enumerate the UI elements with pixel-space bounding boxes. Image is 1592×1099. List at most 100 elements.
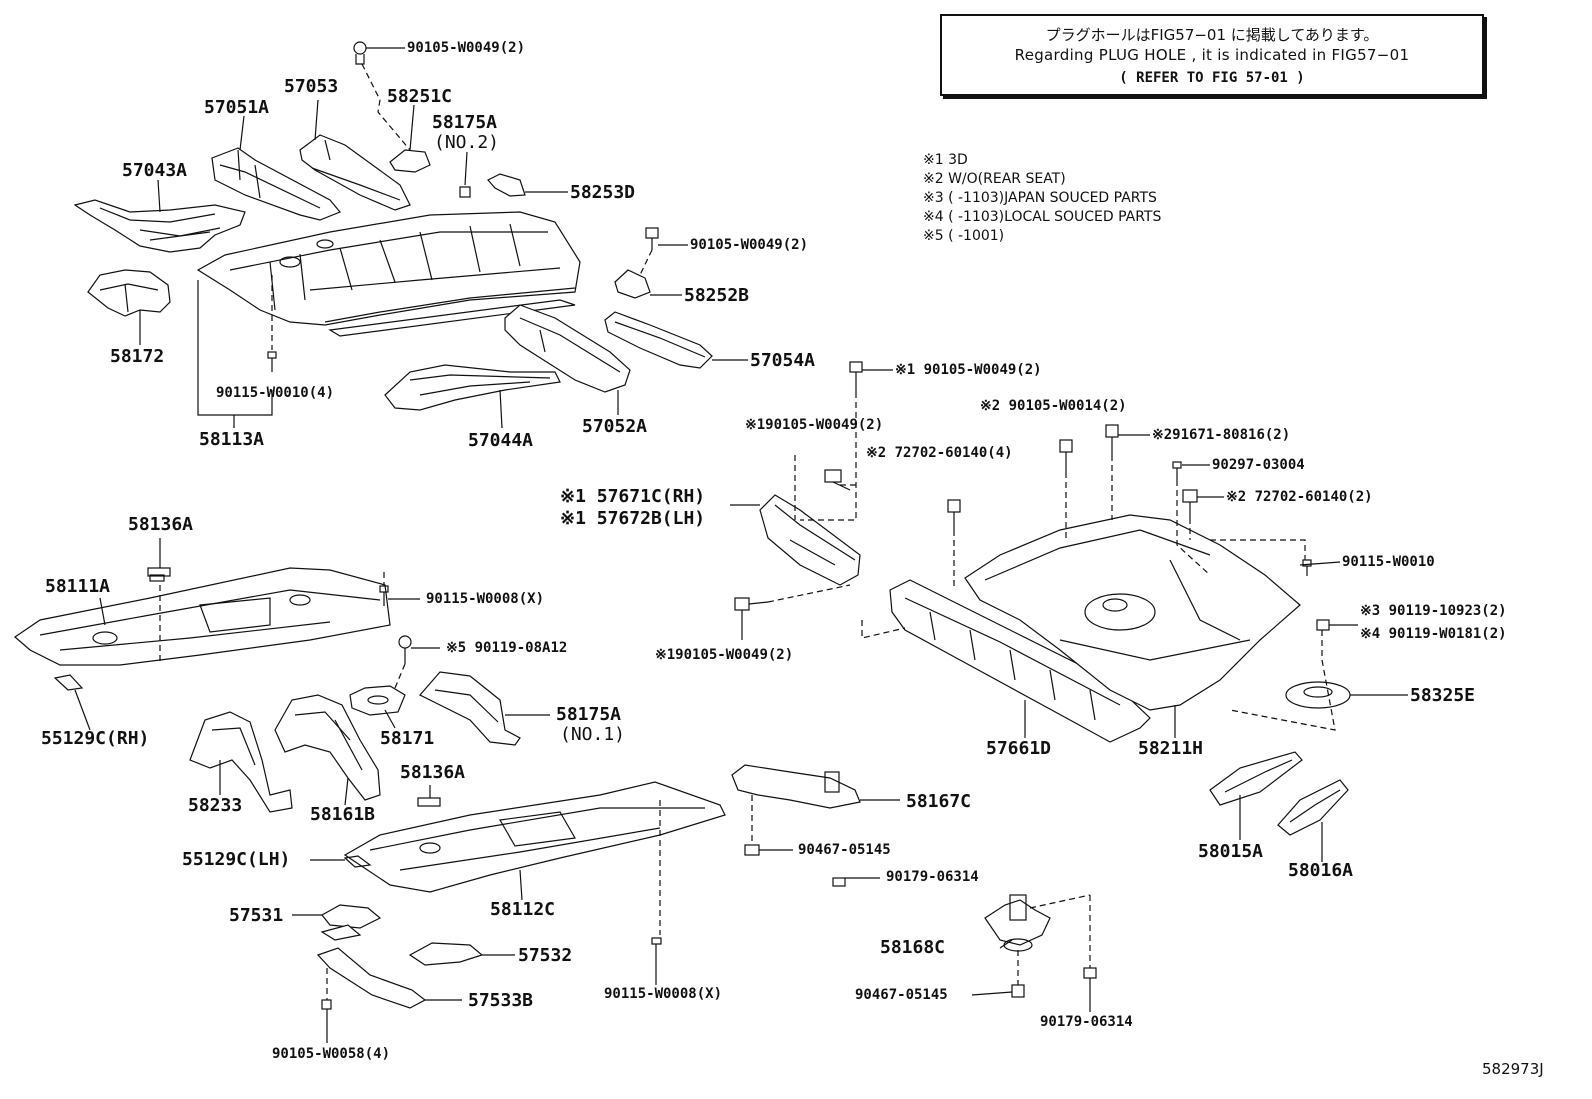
- part-58161b-drawing: [274, 694, 381, 801]
- screw-90115-w0008-top-drawing: [379, 572, 389, 606]
- label-57672b[interactable]: ※1 57672B(LH): [560, 508, 706, 529]
- label-90297-03004[interactable]: 90297-03004: [1212, 457, 1305, 473]
- part-58168c-drawing: [984, 894, 1097, 998]
- part-57053-drawing: [299, 134, 411, 211]
- label-90115-w0010-4[interactable]: 90115-W0010(4): [216, 385, 335, 401]
- legend-item-2: ※2 W/O(REAR SEAT): [923, 171, 1066, 187]
- part-58167c-drawing: [731, 764, 861, 887]
- label-90105-w0014[interactable]: ※2 90105-W0014(2): [980, 398, 1127, 414]
- part-57052a-drawing: [504, 304, 631, 393]
- label-58253d[interactable]: 58253D: [570, 182, 636, 203]
- label-90179-06314-b[interactable]: 90179-06314: [1040, 1014, 1133, 1030]
- note-line-3: ( REFER TO FIG 57-01 ): [1119, 70, 1305, 86]
- label-58113a[interactable]: 58113A: [199, 429, 265, 450]
- part-58253d-drawing: [487, 173, 526, 197]
- label-90179-06314-a[interactable]: 90179-06314: [886, 869, 979, 885]
- label-58252b[interactable]: 58252B: [684, 285, 750, 306]
- label-57052a[interactable]: 57052A: [582, 416, 648, 437]
- label-58211h[interactable]: 58211H: [1138, 738, 1204, 759]
- part-57661d-drawing: [889, 579, 1151, 743]
- label-58168c[interactable]: 58168C: [880, 937, 946, 958]
- label-90119-08a12[interactable]: ※5 90119-08A12: [446, 640, 568, 656]
- label-58233[interactable]: 58233: [188, 795, 243, 816]
- part-57533b-drawing: [316, 947, 427, 1022]
- part-58252b-drawing: [614, 227, 659, 299]
- label-90467-05145-b[interactable]: 90467-05145: [855, 987, 948, 1003]
- note-line-2: Regarding PLUG HOLE , it is indicated in…: [1014, 46, 1410, 64]
- label-90105-w0049-k1a[interactable]: ※1 90105-W0049(2): [895, 362, 1042, 378]
- part-58113a-drawing: [196, 211, 581, 337]
- label-58171[interactable]: 58171: [380, 728, 435, 749]
- part-58325e-drawing: [1285, 681, 1351, 709]
- label-57044a[interactable]: 57044A: [468, 430, 534, 451]
- part-55129c-lh-drawing: [343, 855, 372, 868]
- label-58167c[interactable]: 58167C: [906, 791, 972, 812]
- label-57531[interactable]: 57531: [229, 905, 284, 926]
- label-58175a-no1-sub: (NO.1): [560, 724, 626, 745]
- label-58015a[interactable]: 58015A: [1198, 841, 1264, 862]
- label-58251c[interactable]: 58251C: [387, 86, 453, 107]
- part-57043a-drawing: [73, 199, 246, 253]
- label-55129c-rh[interactable]: 55129C(RH): [41, 728, 150, 749]
- rear-dashed-connectors: [767, 392, 1336, 731]
- legend-item-5: ※5 ( -1001): [923, 228, 1005, 244]
- part-58233-drawing: [189, 711, 293, 813]
- label-90105-w0049-k1b[interactable]: ※190105-W0049(2): [745, 417, 884, 433]
- label-58175a-no2[interactable]: 58175A: [432, 112, 498, 133]
- figure-reference: 582973J: [1482, 1060, 1544, 1078]
- part-58136a-mid-drawing: [417, 797, 441, 807]
- part-57054a-drawing: [604, 311, 713, 369]
- label-57054a[interactable]: 57054A: [750, 350, 816, 371]
- part-57051a-drawing: [211, 147, 341, 221]
- label-55129c-lh[interactable]: 55129C(LH): [182, 849, 291, 870]
- label-72702-60140-a[interactable]: ※2 72702-60140(4): [866, 445, 1013, 461]
- label-57661d[interactable]: 57661D: [986, 738, 1052, 759]
- label-57533b[interactable]: 57533B: [468, 990, 534, 1011]
- label-57051a[interactable]: 57051A: [204, 97, 270, 118]
- label-58112c[interactable]: 58112C: [490, 899, 556, 920]
- label-90105-w0049-k1c[interactable]: ※190105-W0049(2): [655, 647, 794, 663]
- part-57044a-drawing: [384, 364, 561, 411]
- label-58161b[interactable]: 58161B: [310, 804, 376, 825]
- legend-item-1: ※1 3D: [923, 152, 968, 168]
- label-90105-w0049-top[interactable]: 90105-W0049(2): [407, 40, 526, 56]
- screw-90115-w0008-bottom-drawing: [651, 937, 662, 958]
- screw-90115-w0010-drawing: [267, 275, 277, 372]
- label-90115-w0008-bottom[interactable]: 90115-W0008(X): [604, 986, 723, 1002]
- part-58136a-top-drawing: [147, 567, 171, 577]
- label-90115-w0010[interactable]: 90115-W0010: [1342, 554, 1435, 570]
- label-58136a-mid[interactable]: 58136A: [400, 762, 466, 783]
- label-90119-w0181[interactable]: ※4 90119-W0181(2): [1360, 626, 1507, 642]
- legend-item-3: ※3 ( -1103)JAPAN SOUCED PARTS: [923, 190, 1157, 206]
- label-58175a-no1[interactable]: 58175A: [556, 704, 622, 725]
- label-58111a[interactable]: 58111A: [45, 576, 111, 597]
- note-line-1: プラグホールはFIG57−01 に掲載してあります。: [1045, 26, 1379, 44]
- part-58015a-drawing: [1209, 751, 1303, 806]
- part-57532-drawing: [408, 942, 484, 966]
- part-58211h-drawing: [964, 514, 1301, 711]
- label-57043a[interactable]: 57043A: [122, 160, 188, 181]
- part-58112c-drawing: [343, 781, 726, 935]
- label-90115-w0008-top[interactable]: 90115-W0008(X): [426, 591, 545, 607]
- part-58172-drawing: [87, 269, 171, 317]
- label-58172[interactable]: 58172: [110, 346, 165, 367]
- label-91671-80816[interactable]: ※291671-80816(2): [1152, 427, 1291, 443]
- label-58016a[interactable]: 58016A: [1288, 860, 1354, 881]
- label-57671c[interactable]: ※1 57671C(RH): [560, 486, 706, 507]
- label-90105-w0049-mid[interactable]: 90105-W0049(2): [690, 237, 809, 253]
- label-58325e[interactable]: 58325E: [1410, 685, 1476, 706]
- part-57531-drawing: [320, 904, 382, 941]
- part-58016a-drawing: [1277, 779, 1349, 836]
- label-58136a-top[interactable]: 58136A: [128, 514, 194, 535]
- label-72702-60140-b[interactable]: ※2 72702-60140(2): [1226, 489, 1373, 505]
- label-57532[interactable]: 57532: [518, 945, 573, 966]
- label-90119-10923[interactable]: ※3 90119-10923(2): [1360, 603, 1507, 619]
- label-90105-w0058[interactable]: 90105-W0058(4): [272, 1046, 391, 1062]
- rear-fasteners-drawing: [734, 361, 1330, 631]
- part-58175a-no1-drawing: [419, 671, 521, 746]
- label-57053[interactable]: 57053: [284, 76, 339, 97]
- legend-item-4: ※4 ( -1103)LOCAL SOUCED PARTS: [923, 209, 1162, 225]
- label-58175a-no2-sub: (NO.2): [434, 132, 500, 153]
- label-90467-05145-a[interactable]: 90467-05145: [798, 842, 891, 858]
